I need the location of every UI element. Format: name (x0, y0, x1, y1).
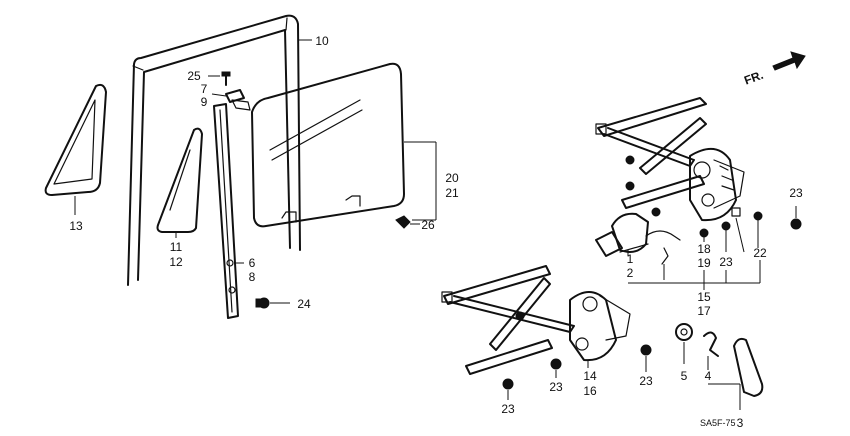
window-crank-handle-3 (708, 337, 764, 410)
label-3: 3 (737, 416, 744, 430)
label-2: 2 (627, 266, 634, 280)
quarter-glass-frame (44, 83, 107, 215)
clip-26 (395, 215, 420, 229)
label-25: 25 (187, 69, 201, 83)
lower-assembly-fasteners (502, 344, 652, 400)
label-1: 1 (627, 252, 634, 266)
label-4: 4 (705, 369, 712, 383)
quarter-glass (156, 127, 203, 238)
label-21: 21 (445, 186, 459, 200)
label-18: 18 (697, 242, 711, 256)
label-17: 17 (697, 304, 711, 318)
window-motor (595, 212, 681, 257)
label-19: 19 (697, 256, 711, 270)
label-10: 10 (315, 34, 329, 48)
glass-run-channel (213, 103, 244, 319)
label-22: 22 (753, 246, 767, 260)
label-5: 5 (681, 369, 688, 383)
label-8: 8 (249, 270, 256, 284)
bolt-24 (255, 297, 290, 309)
front-arrow-icon (772, 51, 806, 71)
label-7: 7 (201, 82, 208, 96)
label-26: 26 (421, 218, 435, 232)
label-23-lower-left: 23 (501, 402, 515, 416)
label-13: 13 (69, 219, 83, 233)
callout-labels: 1 2 3 4 5 6 7 8 9 10 11 12 13 14 15 16 1… (69, 34, 803, 430)
label-11: 11 (170, 240, 183, 254)
channel-bracket (211, 89, 251, 111)
door-glass (251, 62, 437, 228)
upper-leader-lines (628, 260, 761, 290)
label-16: 16 (583, 384, 597, 398)
label-15: 15 (697, 290, 711, 304)
front-direction-indicator: FR. (742, 51, 806, 88)
label-9: 9 (201, 95, 208, 109)
label-20: 20 (445, 171, 459, 185)
bolt-25 (208, 71, 231, 86)
lower-window-regulator (441, 265, 631, 375)
spring-clip-4 (703, 331, 719, 370)
upper-window-regulator (595, 97, 745, 222)
label-12: 12 (169, 255, 183, 269)
label-24: 24 (297, 297, 311, 311)
label-23-upper-right: 23 (789, 186, 803, 200)
label-23-lower-mid: 23 (549, 380, 563, 394)
label-6: 6 (249, 256, 256, 270)
upper-assembly-fasteners (625, 181, 802, 280)
direction-label: FR. (742, 68, 765, 88)
door-run-channel (127, 14, 312, 286)
label-23-lower-right: 23 (639, 374, 653, 388)
drawing-code: SA5F-75 (700, 418, 736, 428)
washer-5 (675, 323, 693, 364)
label-23-upper-center: 23 (719, 255, 733, 269)
label-14: 14 (583, 369, 597, 383)
